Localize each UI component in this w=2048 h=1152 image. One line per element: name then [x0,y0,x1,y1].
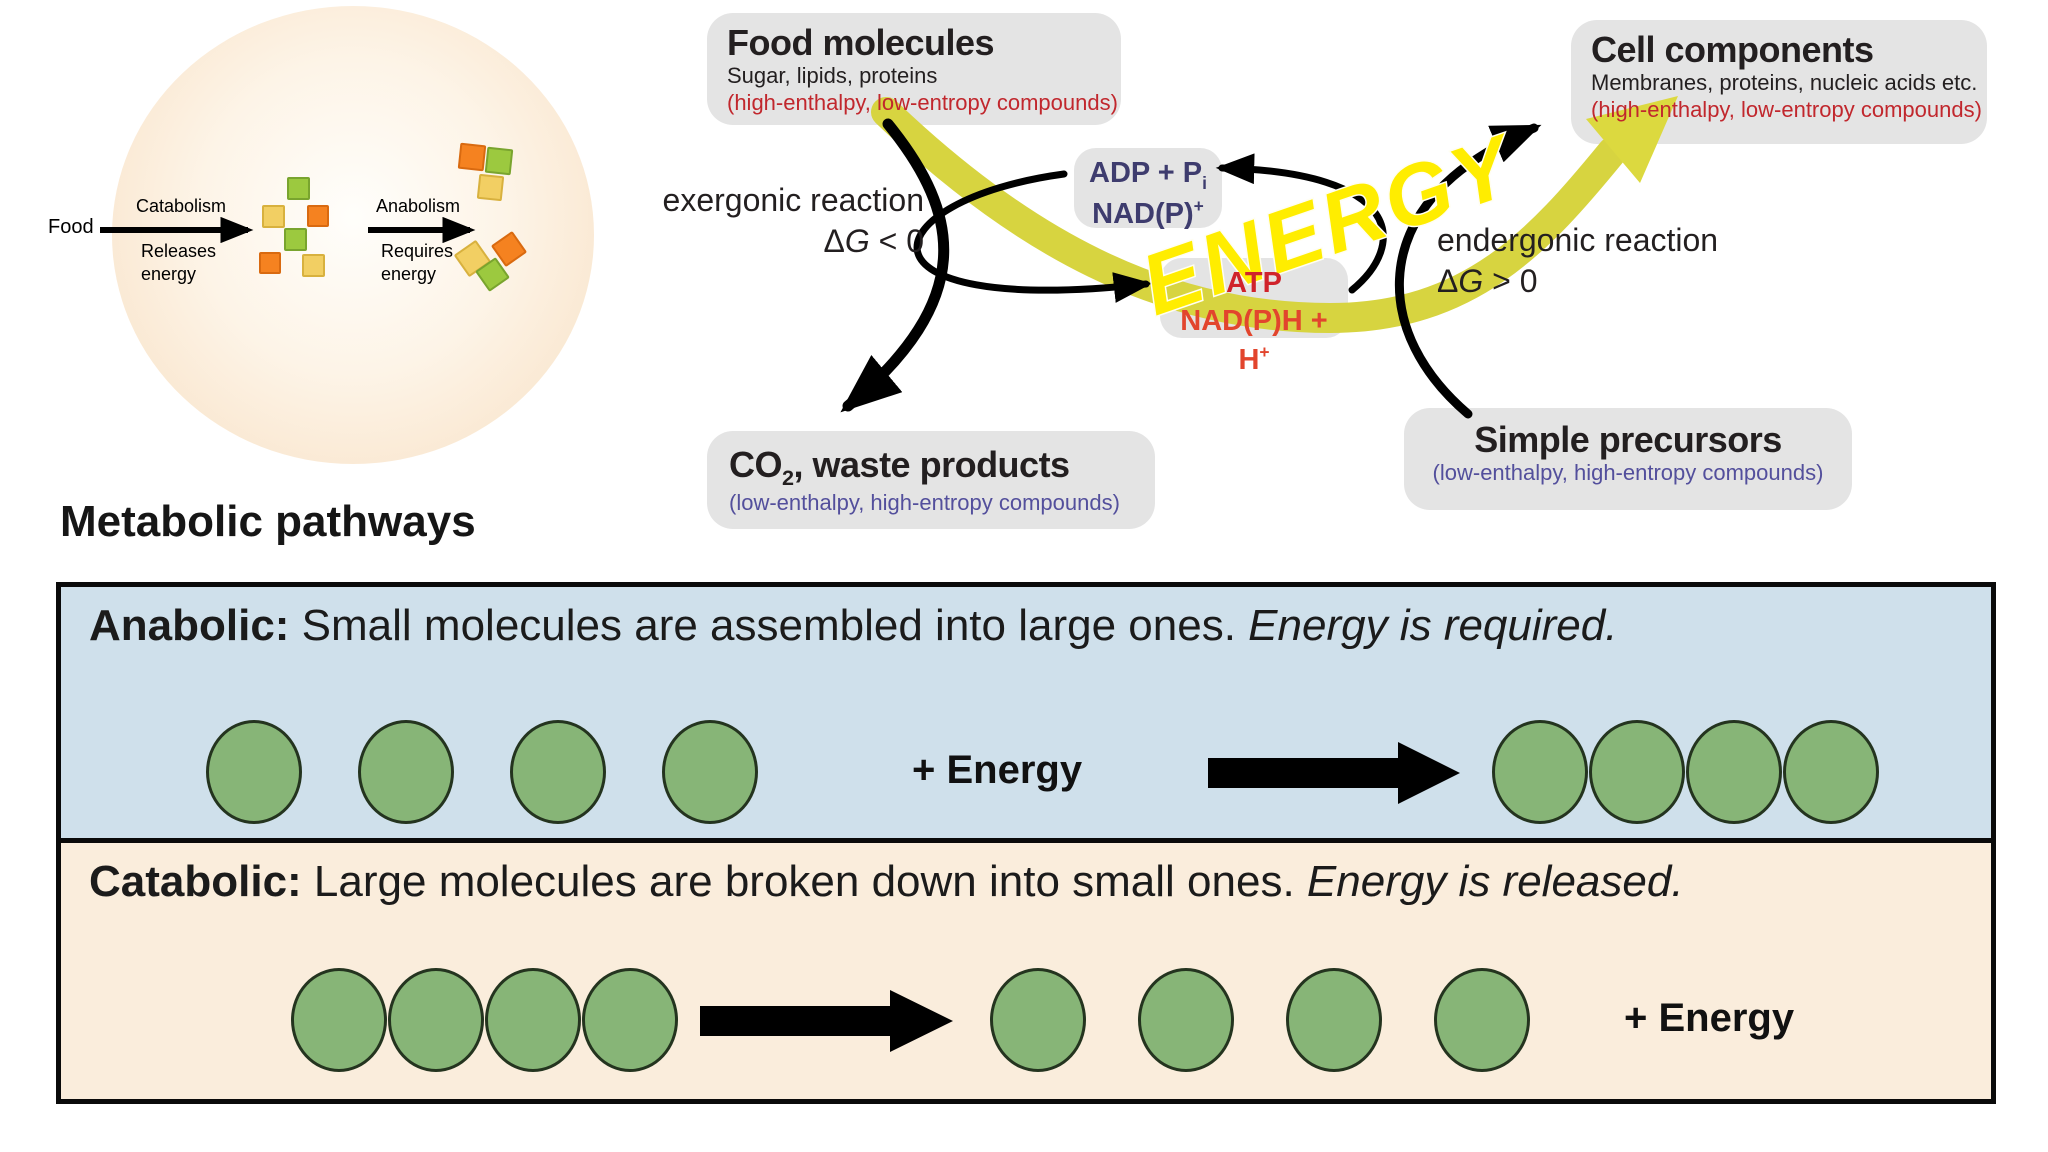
molecule-circle [291,968,387,1072]
catabolism-label: Catabolism [136,196,227,216]
catabolism-note: Releases energy [141,241,217,285]
catabolic-large-molecule [291,968,678,1072]
cell-components-title: Cell components [1591,29,1874,70]
molecule-square [287,177,310,200]
anabolic-heading: Anabolic: Small molecules are assembled … [89,601,1618,650]
molecule-circle [1434,968,1530,1072]
molecule-circle [1783,720,1879,824]
molecule-circle [1286,968,1382,1072]
molecule-square [262,205,285,228]
cell-outline [112,6,594,464]
molecule-circle [990,968,1086,1072]
adp-line1: ADP + Pi [1089,157,1207,193]
assembled-square [476,173,505,202]
molecule-circle [1686,720,1782,824]
molecule-circle [582,968,678,1072]
exergonic-delta: ΔG < 0 [823,222,924,259]
anabolic-energy-label: + Energy [912,748,1083,792]
adp-box: ADP + Pi NAD(P)+ [1074,148,1222,230]
co2-note: (low-enthalpy, high-entropy compounds) [729,490,1120,516]
molecule-circle [1589,720,1685,824]
simple-precursors-box: Simple precursors (low-enthalpy, high-en… [1404,408,1852,510]
food-molecules-box: Food molecules Sugar, lipids, proteins (… [707,13,1121,125]
adp-line2: NAD(P)+ [1092,196,1204,230]
assembled-square [484,146,514,176]
cell-components-subtitle: Membranes, proteins, nucleic acids etc. [1591,70,1978,96]
anabolism-label: Anabolism [376,196,461,216]
food-label: Food [48,216,94,238]
food-molecules-note: (high-enthalpy, low-entropy compounds) [727,89,1118,115]
food-molecules-title: Food molecules [727,22,995,63]
molecule-circle [662,720,758,824]
endergonic-label: endergonic reaction ΔG > 0 [1437,222,1719,299]
molecule-circle [206,720,302,824]
atp-line2: NAD(P)H + H+ [1180,305,1328,376]
molecule-square [284,228,307,251]
catabolic-heading: Catabolic: Large molecules are broken do… [89,857,1684,906]
co2-box: CO2, waste products (low-enthalpy, high-… [707,431,1155,529]
catabolic-energy-label: + Energy [1624,996,1795,1040]
cell-components-note: (high-enthalpy, low-entropy compounds) [1591,96,1982,122]
anabolic-large-molecule [1492,720,1879,824]
molecule-square [259,252,281,274]
anabolic-small-molecules [206,720,758,824]
molecule-circle [388,968,484,1072]
atp-box: ATP NAD(P)H + H+ [1160,258,1348,376]
food-molecules-subtitle: Sugar, lipids, proteins [727,63,938,89]
exergonic-label: exergonic reaction ΔG < 0 [662,182,924,259]
endergonic-delta: ΔG > 0 [1437,262,1538,299]
molecule-circle [510,720,606,824]
atp-line1: ATP [1226,267,1282,299]
simple-precursors-note: (low-enthalpy, high-entropy compounds) [1432,460,1824,486]
cell-components-box: Cell components Membranes, proteins, nuc… [1571,20,1987,144]
page-title: Metabolic pathways [60,497,476,546]
assembled-square [457,142,487,172]
molecule-circle [358,720,454,824]
exergonic-arrow [840,118,950,413]
molecule-circle [1138,968,1234,1072]
molecule-square [307,205,329,227]
catabolic-small-molecules [990,968,1530,1072]
simple-precursors-title: Simple precursors [1474,419,1782,460]
molecule-square [302,254,325,277]
molecule-circle [1492,720,1588,824]
anabolism-note: Requires energy [381,241,454,285]
molecule-circle [485,968,581,1072]
co2-title: CO2, waste products [729,444,1070,491]
